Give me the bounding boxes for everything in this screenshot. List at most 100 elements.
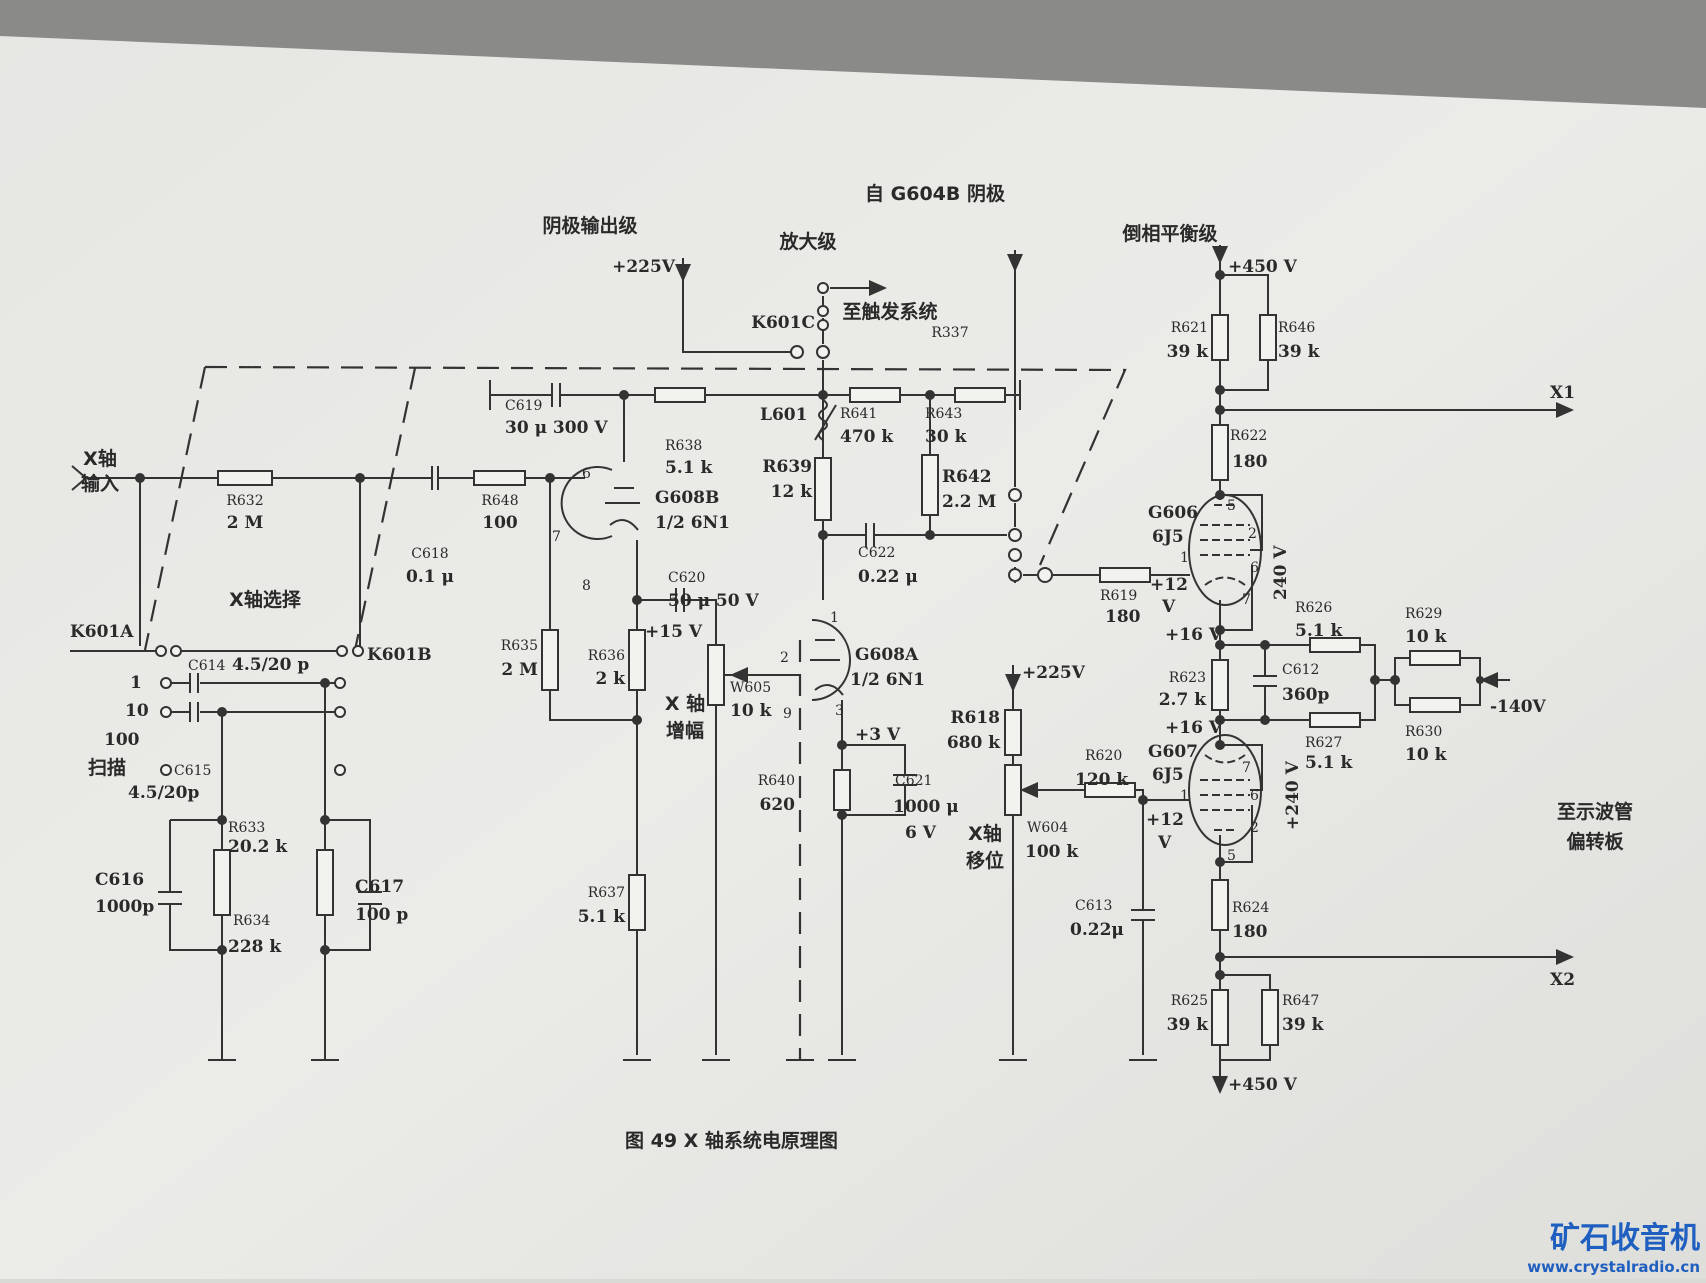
- r623-value: 2.7 k: [1159, 690, 1207, 710]
- c612-value: 360p: [1282, 685, 1329, 705]
- arrows: [675, 246, 1574, 1094]
- g608b-pin8: 8: [582, 578, 591, 594]
- r629-ref: R629: [1405, 606, 1442, 622]
- g608b-pin6: 6: [582, 466, 591, 482]
- g607-pin6: 6: [1250, 788, 1259, 804]
- r620-ref: R620: [1085, 748, 1122, 764]
- r638-value: 5.1 k: [665, 458, 713, 478]
- g607-pin5: 5: [1227, 848, 1236, 864]
- watermark-url: www.crystalradio.cn: [1527, 1258, 1700, 1276]
- g608a-pin1: 1: [830, 610, 839, 626]
- c619-ref: C619: [505, 398, 542, 414]
- r622-value: 180: [1232, 452, 1268, 472]
- g606-pin1: 1: [1180, 550, 1189, 566]
- c617-ref: C617: [355, 877, 404, 897]
- r627-value: 5.1 k: [1305, 753, 1353, 773]
- g606-pin6: 6: [1250, 560, 1259, 576]
- l601-ref: L601: [760, 405, 807, 425]
- r623-ref: R623: [1169, 670, 1206, 686]
- c622-value: 0.22 μ: [858, 567, 918, 587]
- w604-value: 100 k: [1025, 842, 1079, 862]
- r625-value: 39 k: [1167, 1015, 1210, 1035]
- w604-ref: W604: [1027, 820, 1068, 836]
- r640-value: 620: [760, 795, 796, 815]
- r627-ref: R627: [1305, 735, 1342, 751]
- heading-to-crt-1: 至示波管: [1557, 800, 1633, 823]
- w605-ref: W605: [730, 680, 771, 696]
- switch-k601a: K601A: [70, 622, 134, 642]
- r621-value: 39 k: [1167, 342, 1210, 362]
- r622-ref: R622: [1230, 428, 1267, 444]
- output-x2: X2: [1550, 970, 1575, 990]
- r630-ref: R630: [1405, 724, 1442, 740]
- x-shift-label-1: X轴: [968, 822, 1002, 845]
- g606-type: 6J5: [1152, 527, 1184, 547]
- c619-value: 30 μ 300 V: [505, 418, 608, 438]
- g606-ref: G606: [1148, 503, 1198, 523]
- voltage-12-a: +12: [1150, 575, 1188, 595]
- r626-value: 5.1 k: [1295, 621, 1343, 641]
- r630-value: 10 k: [1405, 745, 1448, 765]
- r637-value: 5.1 k: [578, 907, 626, 927]
- page-edge-shadow: [0, 0, 1706, 108]
- range-10: 10: [125, 701, 149, 721]
- switch-linkage-dashed: [143, 365, 1127, 1060]
- c613-ref: C613: [1075, 898, 1112, 914]
- c620-ref: C620: [668, 570, 705, 586]
- r633-value: 20.2 k: [228, 837, 288, 857]
- c614-ref: C614: [188, 658, 226, 674]
- r625-ref: R625: [1171, 993, 1208, 1009]
- r646-value: 39 k: [1278, 342, 1321, 362]
- heading-to-trigger: 至触发系统: [842, 300, 937, 323]
- r632-ref: R632: [226, 493, 263, 509]
- x-gain-label-1: X 轴: [665, 692, 705, 715]
- x-gain-label-2: 增幅: [666, 719, 704, 742]
- g608a-pin9: 9: [783, 706, 792, 722]
- c621-voltage: 6 V: [905, 823, 937, 843]
- c621-value: 1000 μ: [893, 797, 959, 817]
- tube-g608a: [811, 619, 851, 701]
- voltage-16v-b: +16 V: [1165, 718, 1223, 738]
- junction-dots: [135, 270, 1484, 980]
- range-100: 100: [104, 730, 140, 750]
- x-input-label-2: 输入: [81, 472, 119, 495]
- sweep-label: 扫描: [88, 756, 126, 779]
- r641-value: 470 k: [840, 427, 894, 447]
- r642-ref: R642: [942, 467, 992, 487]
- r618-ref: R618: [950, 708, 1000, 728]
- r634-value: 228 k: [228, 937, 282, 957]
- voltage-unit-b: V: [1157, 833, 1172, 853]
- supply-225v-b: +225V: [1022, 663, 1086, 683]
- figure-caption: 图 49 X 轴系统电原理图: [625, 1129, 838, 1152]
- g607-pin2: 2: [1250, 820, 1259, 836]
- r620-value: 120 k: [1075, 770, 1129, 790]
- output-x1: X1: [1550, 383, 1575, 403]
- c617-value: 100 p: [355, 905, 408, 925]
- heading-phase-inverter: 倒相平衡级: [1121, 222, 1217, 245]
- x-select-label: X轴选择: [229, 588, 302, 611]
- r647-ref: R647: [1282, 993, 1319, 1009]
- tube-g608b: [560, 466, 613, 540]
- switch-contacts[interactable]: [155, 282, 1053, 776]
- r641-ref: R641: [840, 406, 877, 422]
- voltage-12-b: +12: [1146, 810, 1184, 830]
- g606-pin2: 2: [1248, 526, 1257, 542]
- r626-ref: R626: [1295, 600, 1332, 616]
- r636-value: 2 k: [595, 669, 626, 689]
- resistors: [213, 314, 1461, 1046]
- supply-450v-a: +450 V: [1228, 257, 1298, 277]
- heading-to-crt-2: 偏转板: [1566, 830, 1624, 853]
- r646-ref: R646: [1278, 320, 1315, 336]
- switch-k601b: K601B: [367, 645, 432, 665]
- r636-ref: R636: [588, 648, 625, 664]
- c618-value: 0.1 μ: [406, 567, 454, 587]
- g608b-type: 1/2 6N1: [655, 513, 730, 533]
- c616-ref: C616: [95, 870, 144, 890]
- g608a-pin2: 2: [780, 650, 789, 666]
- r648-ref: R648: [481, 493, 518, 509]
- capacitors: [158, 383, 1277, 921]
- voltage-15v: +15 V: [645, 622, 703, 642]
- voltage-unit-a: V: [1161, 597, 1176, 617]
